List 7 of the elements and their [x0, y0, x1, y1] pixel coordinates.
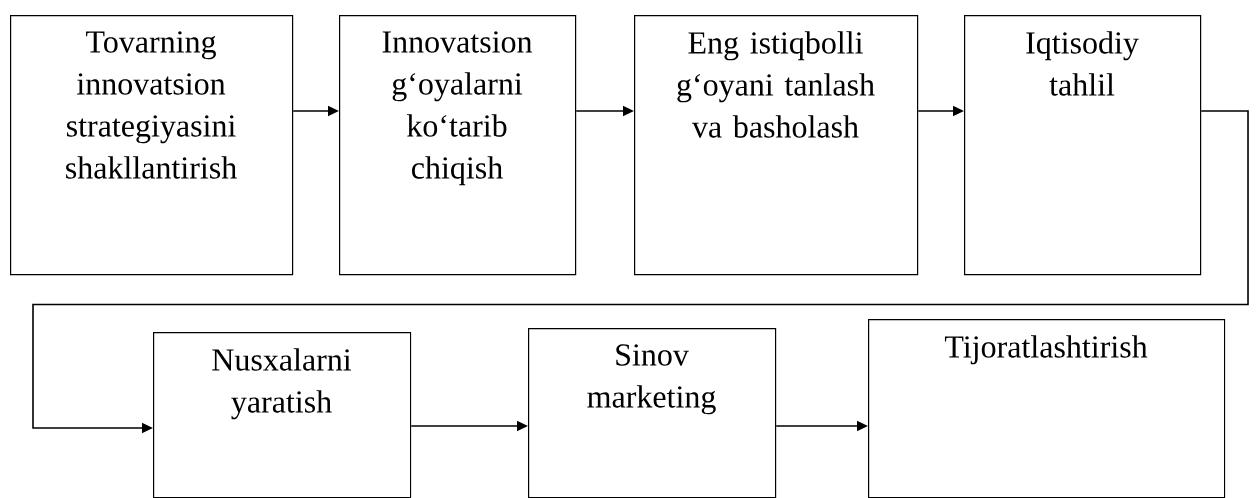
process-box: Innovatsion g‘oyalarni ko‘tarib chiqish [339, 15, 577, 276]
process-box: Tovarning innovatsion strategiyasini shakllantirish [10, 15, 294, 276]
process-box: Sinov marketing [528, 328, 777, 498]
process-box: Nusxalarni yaratish [153, 332, 412, 498]
process-box: Eng istiqbolli g‘oyani tanlash va basholash [634, 15, 919, 276]
process-box: Tijoratlashtirish [868, 319, 1226, 498]
process-box: Iqtisodiy tahlil [964, 15, 1202, 276]
